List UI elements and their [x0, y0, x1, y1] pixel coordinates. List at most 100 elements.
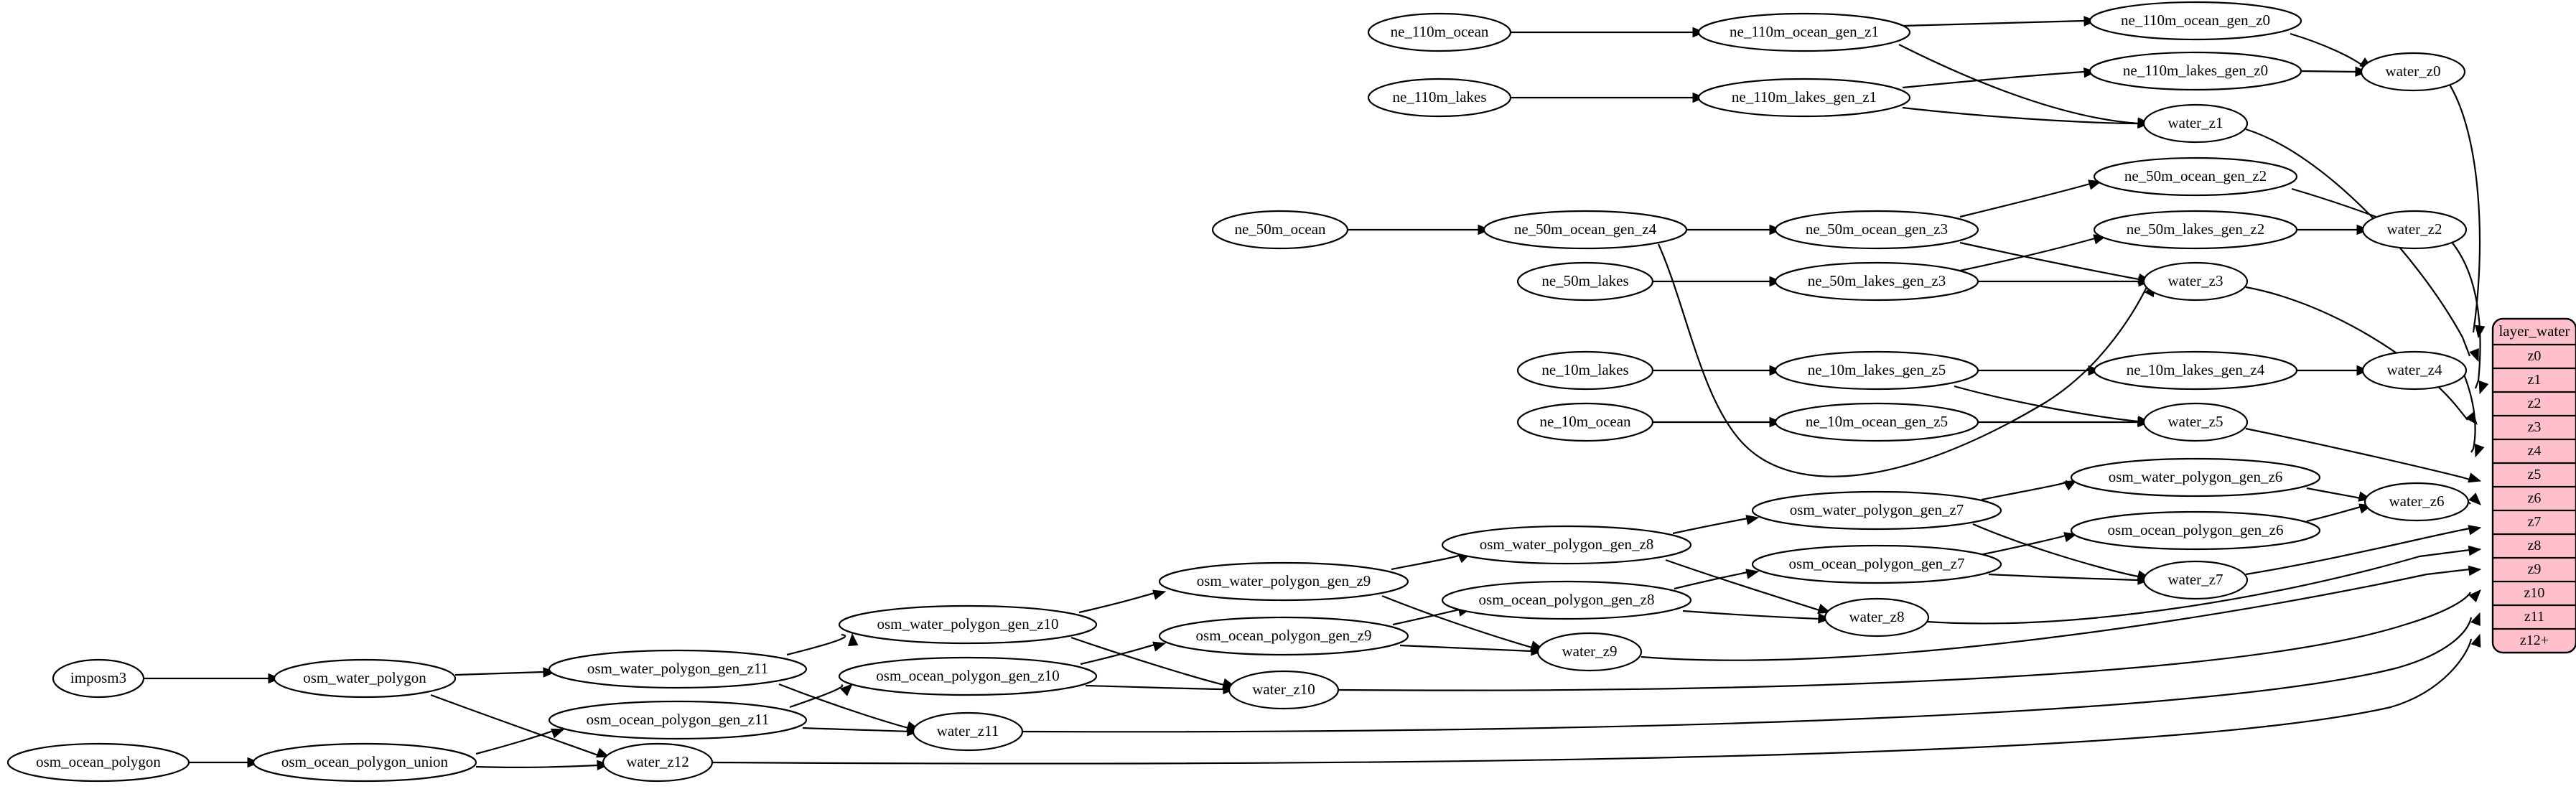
legend-row-hitbox[interactable]: [2493, 582, 2576, 605]
legend-row-hitbox[interactable]: [2493, 510, 2576, 534]
graph-node-osm_water_polygon_gen_z10[interactable]: osm_water_polygon_gen_z10: [838, 604, 1098, 645]
graph-node-osm_water_polygon_gen_z11[interactable]: osm_water_polygon_gen_z11: [548, 649, 808, 689]
graph-node-osm_water_polygon_gen_z9[interactable]: osm_water_polygon_gen_z9: [1158, 561, 1409, 602]
node-ellipse: [1441, 580, 1692, 620]
edge-arrowhead: [1152, 589, 1167, 600]
graph-node-ne_110m_lakes_gen_z1[interactable]: ne_110m_lakes_gen_z1: [1697, 78, 1911, 118]
edges-layer: [144, 16, 2489, 770]
graph-node-ne_110m_ocean[interactable]: ne_110m_ocean: [1367, 12, 1512, 52]
graph-node-ne_10m_lakes[interactable]: ne_10m_lakes: [1516, 350, 1654, 391]
graph-edge: [2290, 32, 2374, 69]
edge-arrowhead: [2470, 612, 2481, 627]
graph-node-water_z12[interactable]: water_z12: [602, 742, 714, 783]
legend-row-hitbox[interactable]: [2493, 368, 2576, 392]
legend-row-hitbox[interactable]: [2493, 345, 2576, 368]
legend-row-hitbox[interactable]: [2493, 558, 2576, 582]
legend-row-z8[interactable]: z8: [2493, 534, 2576, 558]
graph-node-ne_50m_ocean[interactable]: ne_50m_ocean: [1211, 210, 1349, 250]
graph-node-ne_50m_lakes[interactable]: ne_50m_lakes: [1516, 261, 1654, 302]
graph-node-ne_50m_ocean_gen_z4[interactable]: ne_50m_ocean_gen_z4: [1483, 210, 1688, 250]
node-ellipse: [838, 656, 1098, 696]
graph-node-osm_water_polygon_gen_z6[interactable]: osm_water_polygon_gen_z6: [2070, 457, 2321, 498]
graph-edge: [144, 673, 281, 684]
graph-node-osm_ocean_polygon_gen_z9[interactable]: osm_ocean_polygon_gen_z9: [1158, 616, 1409, 656]
node-ellipse: [1228, 670, 1340, 710]
graph-node-osm_ocean_polygon_gen_z7[interactable]: osm_ocean_polygon_gen_z7: [1751, 544, 2002, 584]
graph-node-water_z7[interactable]: water_z7: [2142, 560, 2249, 600]
graph-node-ne_10m_ocean_gen_z5[interactable]: ne_10m_ocean_gen_z5: [1774, 402, 1979, 442]
graph-node-ne_110m_lakes[interactable]: ne_110m_lakes: [1367, 78, 1512, 118]
graph-node-water_z3[interactable]: water_z3: [2142, 261, 2249, 302]
graph-node-osm_ocean_polygon_gen_z6[interactable]: osm_ocean_polygon_gen_z6: [2070, 510, 2321, 551]
legend-table: layer_waterz0z1z2z3z4z5z6z7z8z9z10z11z12…: [2491, 317, 2576, 654]
node-ellipse: [252, 742, 477, 783]
legend-row-z4[interactable]: z4: [2493, 439, 2576, 463]
graph-node-osm_ocean_polygon_gen_z8[interactable]: osm_ocean_polygon_gen_z8: [1441, 580, 1692, 620]
graph-node-ne_110m_lakes_gen_z0[interactable]: ne_110m_lakes_gen_z0: [2089, 51, 2302, 91]
graph-edge: [2245, 525, 2482, 576]
graph-node-ne_50m_lakes_gen_z2[interactable]: ne_50m_lakes_gen_z2: [2093, 210, 2298, 250]
legend-row-hitbox[interactable]: [2493, 534, 2576, 558]
legend-row-z7[interactable]: z7: [2493, 510, 2576, 534]
graph-node-water_z4[interactable]: water_z4: [2361, 350, 2468, 391]
legend-row-z0[interactable]: z0: [2493, 345, 2576, 368]
graph-node-water_z9[interactable]: water_z9: [1536, 632, 1643, 672]
graph-node-ne_110m_ocean_gen_z0[interactable]: ne_110m_ocean_gen_z0: [2089, 1, 2302, 41]
legend-row-z2[interactable]: z2: [2493, 392, 2576, 416]
graph-edge: [1954, 385, 2151, 426]
legend-row-z6[interactable]: z6: [2493, 487, 2576, 510]
graph-node-water_z10[interactable]: water_z10: [1228, 670, 1340, 710]
legend-row-z12+[interactable]: z12+: [2493, 629, 2576, 653]
edge-arrowhead: [2468, 545, 2482, 556]
graph-node-osm_water_polygon[interactable]: osm_water_polygon: [273, 658, 457, 699]
legend-row-z9[interactable]: z9: [2493, 558, 2576, 582]
graph-node-ne_50m_ocean_gen_z3[interactable]: ne_50m_ocean_gen_z3: [1774, 210, 1979, 250]
legend-row-hitbox[interactable]: [2493, 629, 2576, 653]
graph-edge: [475, 728, 565, 755]
graph-edge: [1959, 234, 2107, 272]
graph-node-osm_water_polygon_gen_z8[interactable]: osm_water_polygon_gen_z8: [1441, 525, 1692, 565]
legend-row-hitbox[interactable]: [2493, 392, 2576, 416]
legend-row-z5[interactable]: z5: [2493, 463, 2576, 487]
node-ellipse: [1367, 78, 1512, 118]
graph-node-osm_ocean_polygon_gen_z11[interactable]: osm_ocean_polygon_gen_z11: [548, 700, 808, 740]
graph-node-ne_50m_ocean_gen_z2[interactable]: ne_50m_ocean_gen_z2: [2093, 157, 2298, 197]
legend-row-hitbox[interactable]: [2493, 439, 2576, 463]
graph-node-ne_110m_ocean_gen_z1[interactable]: ne_110m_ocean_gen_z1: [1697, 12, 1911, 52]
graph-node-imposm3[interactable]: imposm3: [52, 658, 145, 699]
graph-node-water_z1[interactable]: water_z1: [2142, 103, 2249, 144]
graph-node-water_z11[interactable]: water_z11: [912, 711, 1024, 752]
graph-node-water_z5[interactable]: water_z5: [2142, 402, 2249, 442]
graph-node-ne_10m_lakes_gen_z5[interactable]: ne_10m_lakes_gen_z5: [1774, 350, 1979, 391]
legend-row-z11[interactable]: z11: [2493, 605, 2576, 629]
graph-node-osm_ocean_polygon_union[interactable]: osm_ocean_polygon_union: [252, 742, 477, 783]
graph-node-osm_ocean_polygon[interactable]: osm_ocean_polygon: [6, 742, 190, 783]
graph-edge: [2297, 365, 2370, 376]
legend-row-z3[interactable]: z3: [2493, 416, 2576, 439]
graph-edge: [1641, 565, 2482, 661]
graph-node-water_z6[interactable]: water_z6: [2363, 482, 2470, 522]
graph-edge: [1399, 644, 1544, 656]
legend-row-hitbox[interactable]: [2493, 605, 2576, 629]
legend-row-z10[interactable]: z10: [2493, 582, 2576, 605]
legend-row-hitbox[interactable]: [2493, 416, 2576, 439]
graph-node-osm_ocean_polygon_gen_z10[interactable]: osm_ocean_polygon_gen_z10: [838, 656, 1098, 696]
node-ellipse: [1211, 210, 1349, 250]
graph-node-ne_50m_lakes_gen_z3[interactable]: ne_50m_lakes_gen_z3: [1774, 261, 1979, 302]
graph-node-water_z2[interactable]: water_z2: [2361, 210, 2468, 250]
node-ellipse: [1751, 490, 2002, 531]
legend-row-hitbox[interactable]: [2493, 487, 2576, 510]
graph-edge: [454, 667, 556, 678]
graph-edge: [1978, 276, 2152, 287]
graph-node-water_z0[interactable]: water_z0: [2360, 52, 2466, 92]
legend-row-z1[interactable]: z1: [2493, 368, 2576, 392]
node-ellipse: [838, 604, 1098, 645]
legend-row-hitbox[interactable]: [2493, 463, 2576, 487]
graph-node-ne_10m_ocean[interactable]: ne_10m_ocean: [1516, 402, 1654, 442]
node-ellipse: [2142, 402, 2249, 442]
graph-edge: [1348, 224, 1491, 235]
graph-node-osm_water_polygon_gen_z7[interactable]: osm_water_polygon_gen_z7: [1751, 490, 2002, 531]
graph-node-water_z8[interactable]: water_z8: [1824, 597, 1930, 638]
graph-node-ne_10m_lakes_gen_z4[interactable]: ne_10m_lakes_gen_z4: [2093, 350, 2298, 391]
graph-edge: [1902, 67, 2097, 89]
